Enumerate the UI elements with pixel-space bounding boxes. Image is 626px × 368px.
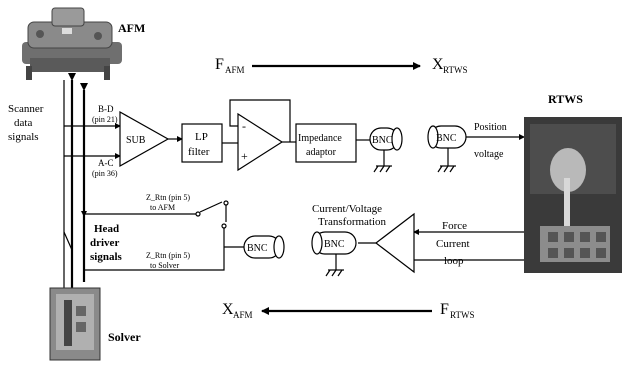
voltage-label: voltage xyxy=(474,149,504,160)
afm-label: AFM xyxy=(118,21,145,35)
bnc-1-label: BNC xyxy=(372,135,393,146)
f-rtws-symbol: F xyxy=(440,301,449,318)
x-afm-subscript: AFM xyxy=(233,310,253,320)
impedance-adaptor-box xyxy=(295,123,357,163)
force-label: Force xyxy=(442,220,467,232)
z-afm-label-1: Z_Rtn (pin 5) xyxy=(146,193,190,202)
switch-afm-pivot xyxy=(195,211,201,217)
switch-afm-contact xyxy=(223,200,229,206)
bnc-3-label: BNC xyxy=(324,239,345,250)
cv-label-1: Current/Voltage xyxy=(312,203,382,215)
head-label-3: signals xyxy=(90,251,123,263)
cv-transformation-amp xyxy=(375,212,415,274)
x-rtws-subscript: RTWS xyxy=(443,65,467,75)
solver-device-image xyxy=(49,287,101,361)
sub-amplifier xyxy=(119,110,170,168)
bnc-connector-2: BNC xyxy=(427,125,467,173)
rtws-device-image xyxy=(524,117,622,273)
z-solver-label-2: to Solver xyxy=(150,261,179,270)
ac-pin-label: (pin 36) xyxy=(92,169,118,178)
impedance-label-2: adaptor xyxy=(306,147,337,158)
current-label: Current xyxy=(436,238,470,250)
bnc-4-label: BNC xyxy=(247,243,268,254)
head-driver-switch xyxy=(63,231,73,251)
head-label-1: Head xyxy=(94,223,119,235)
switch-afm-blade xyxy=(199,201,223,213)
switch-solver-contact xyxy=(221,223,227,229)
afm-device-image xyxy=(22,7,122,80)
head-label-2: driver xyxy=(90,237,119,249)
z-rtn-solver-line xyxy=(84,247,225,271)
bd-pin-label: (pin 21) xyxy=(92,115,118,124)
cv-label-2: Transformation xyxy=(318,216,387,228)
op-amp-minus: - xyxy=(242,119,246,133)
bnc-connector-4: BNC xyxy=(243,235,285,259)
op-amp xyxy=(237,112,284,172)
sub-label: SUB xyxy=(126,135,146,146)
scanner-label-3: signals xyxy=(8,131,39,143)
bnc-connector-1: BNC xyxy=(369,127,403,173)
ac-label: A-C xyxy=(98,158,114,168)
bnc-connector-3: BNC xyxy=(311,231,357,277)
solver-label: Solver xyxy=(108,330,141,344)
formula-f-afm-to-x-rtws: F AFM X RTWS xyxy=(215,56,467,75)
x-rtws-symbol: X xyxy=(432,56,444,73)
scanner-label-2: data xyxy=(14,117,32,129)
position-label: Position xyxy=(474,122,507,133)
bnc-2-label: BNC xyxy=(436,133,457,144)
x-afm-symbol: X xyxy=(222,301,234,318)
bd-label: B-D xyxy=(98,104,114,114)
scanner-label-1: Scanner xyxy=(8,103,44,115)
lp-label-1: LP xyxy=(195,131,208,143)
z-solver-label-1: Z_Rtn (pin 5) xyxy=(146,251,190,260)
op-amp-plus: + xyxy=(241,149,248,163)
f-rtws-subscript: RTWS xyxy=(450,310,474,320)
loop-label: loop xyxy=(444,255,464,267)
op-amp-feedback-line xyxy=(229,99,291,142)
z-afm-label-2: to AFM xyxy=(150,203,175,212)
f-afm-symbol: F xyxy=(215,56,224,73)
impedance-label-1: Impedance xyxy=(298,133,342,144)
formula-f-rtws-to-x-afm: X AFM F RTWS xyxy=(222,301,474,320)
rtws-label: RTWS xyxy=(548,92,583,106)
lp-filter-box xyxy=(181,123,223,163)
lp-label-2: filter xyxy=(188,146,210,158)
f-afm-subscript: AFM xyxy=(225,65,245,75)
